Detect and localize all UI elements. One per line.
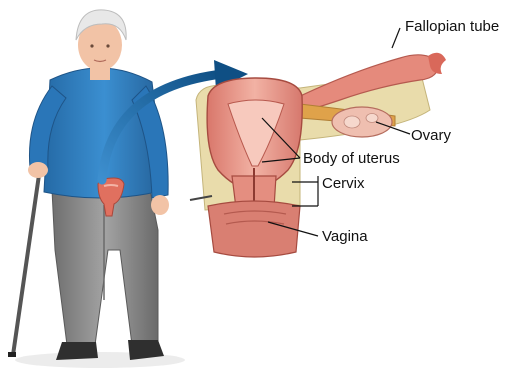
cane: [8, 168, 40, 357]
label-body-of-uterus: Body of uterus: [303, 151, 400, 166]
label-ovary: Ovary: [411, 128, 451, 143]
leader-fallopian-tube: [392, 28, 400, 48]
label-vagina: Vagina: [322, 229, 368, 244]
vagina-shape: [208, 201, 300, 257]
elderly-woman-figure: [8, 10, 185, 368]
ovary-shape: [332, 107, 392, 137]
label-fallopian-tube: Fallopian tube: [405, 19, 499, 34]
label-cervix: Cervix: [322, 176, 365, 191]
